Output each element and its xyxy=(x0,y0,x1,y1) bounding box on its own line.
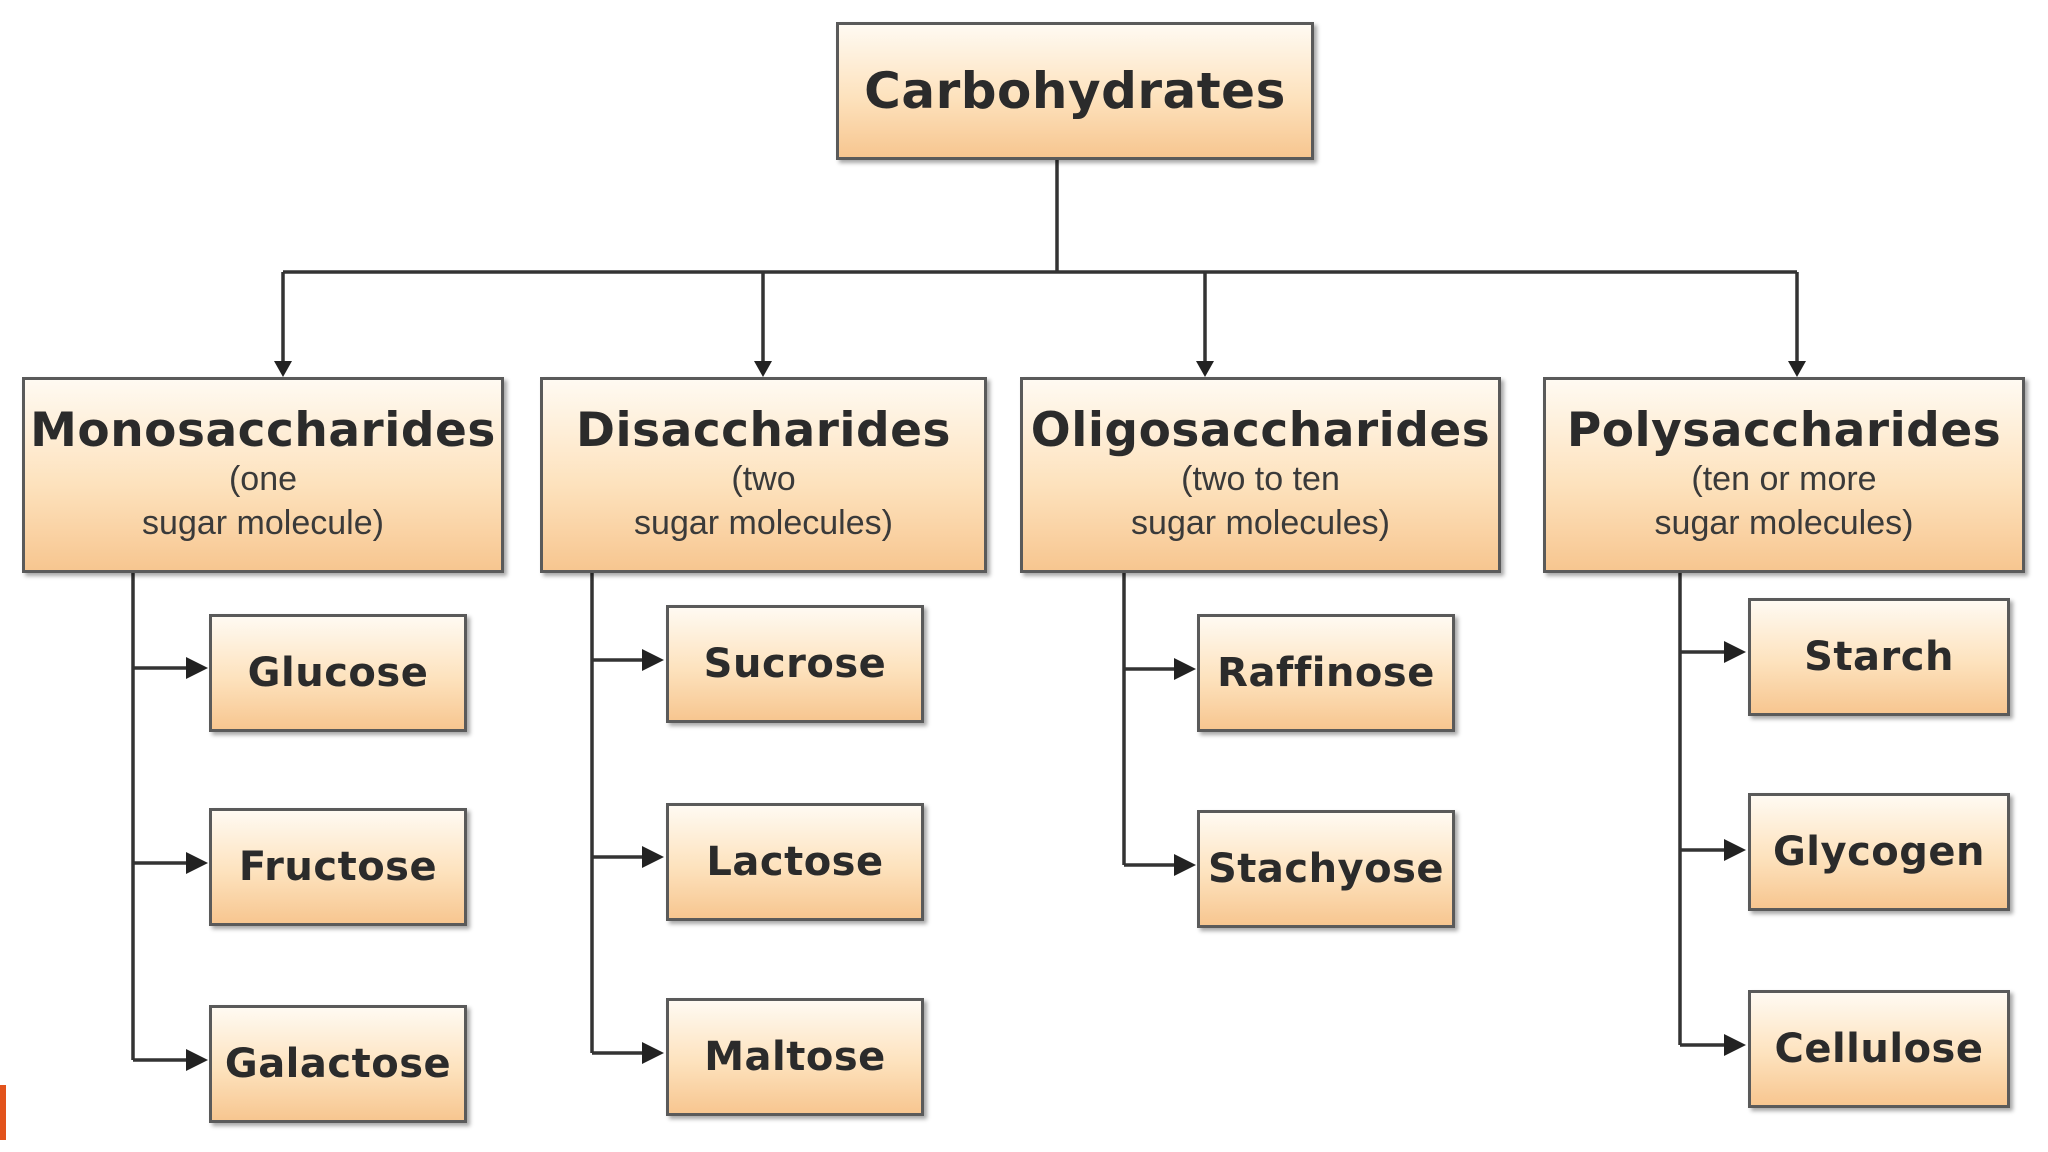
example-label: Fructose xyxy=(238,844,438,890)
root-node-carbohydrates: Carbohydrates xyxy=(836,22,1314,160)
example-node-cellulose: Cellulose xyxy=(1748,990,2010,1108)
arrowhead-stachyose xyxy=(1174,854,1196,876)
example-label: Lactose xyxy=(706,839,884,885)
arrowhead-lactose xyxy=(642,846,664,868)
example-node-maltose: Maltose xyxy=(666,998,924,1116)
example-label: Sucrose xyxy=(703,641,887,687)
category-description-line1: (two to ten xyxy=(1181,459,1340,498)
example-node-galactose: Galactose xyxy=(209,1005,467,1123)
root-label: Carbohydrates xyxy=(864,61,1286,120)
edge-accent-mark xyxy=(0,1085,6,1140)
arrowhead-maltose xyxy=(642,1042,664,1064)
example-label: Glycogen xyxy=(1772,829,1986,875)
arrowhead-glucose xyxy=(186,657,208,679)
example-label: Raffinose xyxy=(1217,650,1435,696)
category-node-oligosaccharides: Oligosaccharides (two to ten sugar molec… xyxy=(1020,377,1501,573)
example-label: Maltose xyxy=(704,1034,886,1080)
category-node-monosaccharides: Monosaccharides (one sugar molecule) xyxy=(22,377,504,573)
category-description-line1: (one xyxy=(228,459,298,498)
arrowhead-monosaccharides xyxy=(274,361,292,377)
arrowhead-polysaccharides xyxy=(1788,361,1806,377)
arrowhead-glycogen xyxy=(1724,839,1746,861)
arrowhead-oligosaccharides xyxy=(1196,361,1214,377)
example-node-lactose: Lactose xyxy=(666,803,924,921)
example-node-sucrose: Sucrose xyxy=(666,605,924,723)
category-description-line2: sugar molecule) xyxy=(142,503,384,542)
arrowhead-disaccharides xyxy=(754,361,772,377)
example-node-glycogen: Glycogen xyxy=(1748,793,2010,911)
category-title: Disaccharides xyxy=(576,402,951,458)
category-node-disaccharides: Disaccharides (two sugar molecules) xyxy=(540,377,987,573)
category-description-line1: (ten or more xyxy=(1691,459,1877,498)
example-node-fructose: Fructose xyxy=(209,808,467,926)
category-description-line2: sugar molecules) xyxy=(1654,503,1914,542)
example-label: Glucose xyxy=(247,650,429,696)
example-node-glucose: Glucose xyxy=(209,614,467,732)
category-node-polysaccharides: Polysaccharides (ten or more sugar molec… xyxy=(1543,377,2025,573)
arrowhead-sucrose xyxy=(642,649,664,671)
category-title: Oligosaccharides xyxy=(1030,402,1491,458)
example-node-stachyose: Stachyose xyxy=(1197,810,1455,928)
example-label: Cellulose xyxy=(1774,1026,1984,1072)
category-description-line1: (two xyxy=(731,459,796,498)
example-node-starch: Starch xyxy=(1748,598,2010,716)
arrowhead-fructose xyxy=(186,852,208,874)
arrowhead-galactose xyxy=(186,1049,208,1071)
category-title: Monosaccharides xyxy=(30,402,496,458)
arrowhead-starch xyxy=(1724,641,1746,663)
example-label: Stachyose xyxy=(1207,846,1445,892)
example-node-raffinose: Raffinose xyxy=(1197,614,1455,732)
category-description-line2: sugar molecules) xyxy=(1131,503,1390,542)
arrowhead-cellulose xyxy=(1724,1034,1746,1056)
category-title: Polysaccharides xyxy=(1566,402,2002,458)
arrowhead-raffinose xyxy=(1174,658,1196,680)
category-description-line2: sugar molecules) xyxy=(634,503,893,542)
example-label: Galactose xyxy=(224,1041,452,1087)
example-label: Starch xyxy=(1804,634,1954,680)
